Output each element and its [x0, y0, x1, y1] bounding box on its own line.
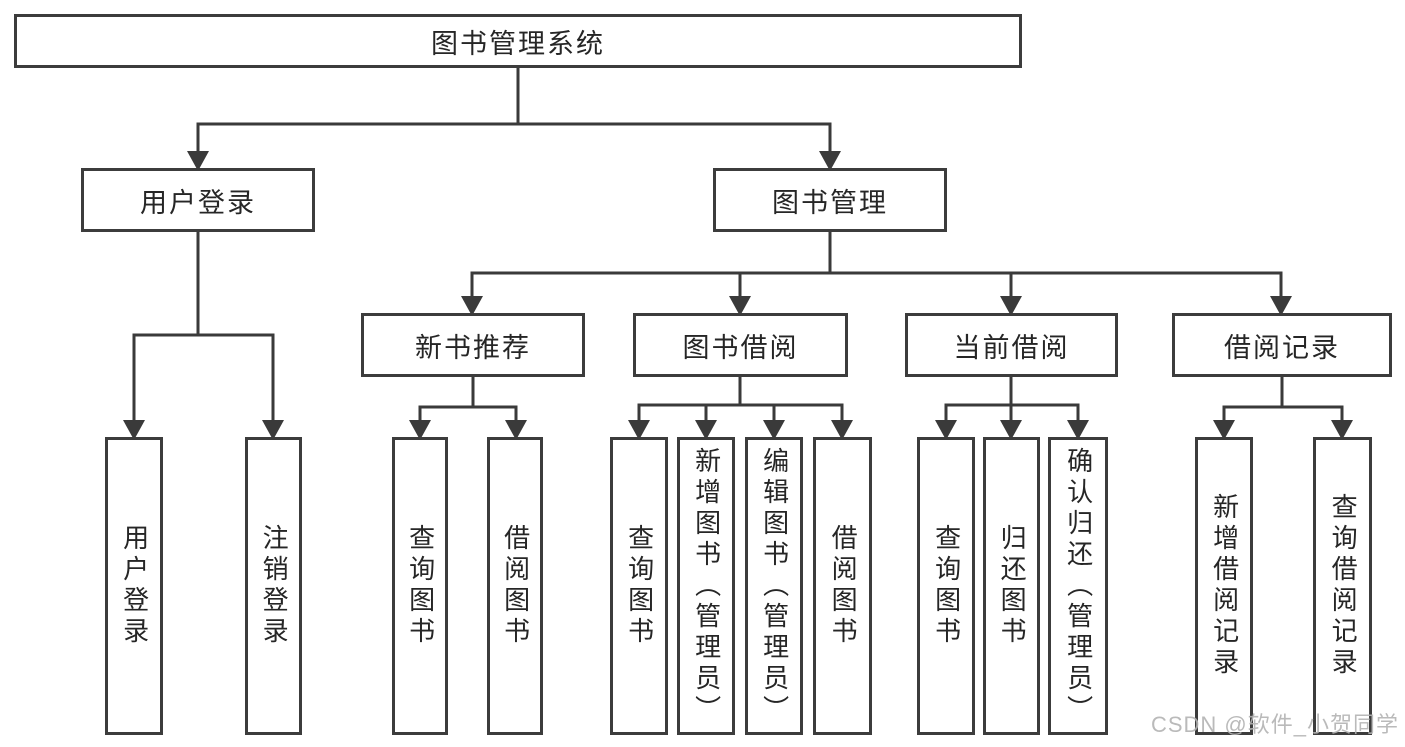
- leaf-query-books-recommend: 查询图书: [392, 437, 448, 735]
- leaf-add-borrow-record: 新增借阅记录: [1195, 437, 1253, 735]
- arrowhead: [262, 420, 284, 440]
- arrowhead: [123, 420, 145, 440]
- arrowhead: [695, 420, 717, 440]
- connector-user-login-children: [132, 232, 275, 422]
- node-borrow-record: 借阅记录: [1172, 313, 1392, 377]
- node-new-book-recommend: 新书推荐: [361, 313, 585, 377]
- leaf-add-books-admin: 新增图书（管理员）: [677, 437, 735, 735]
- leaf-query-books-borrow: 查询图书: [610, 437, 668, 735]
- connector-book-management-children: [470, 232, 1283, 298]
- node-root-system: 图书管理系统: [14, 14, 1022, 68]
- arrowhead: [1000, 296, 1022, 316]
- leaf-label: 归还图书: [997, 524, 1028, 648]
- leaf-label: 注销登录: [259, 524, 290, 648]
- arrowhead: [1213, 420, 1235, 440]
- watermark: CSDN @软件_小贺同学: [1150, 712, 1399, 737]
- leaf-label: 确认归还（管理员）: [1063, 446, 1094, 726]
- arrowhead: [1067, 420, 1089, 440]
- leaf-label: 借阅图书: [828, 524, 859, 648]
- arrowheads: [123, 151, 1353, 440]
- arrowhead: [935, 420, 957, 440]
- arrowhead: [819, 151, 841, 171]
- leaf-label: 新增图书（管理员）: [691, 446, 722, 726]
- arrowhead: [763, 420, 785, 440]
- arrowhead: [1331, 420, 1353, 440]
- leaf-confirm-return-admin: 确认归还（管理员）: [1048, 437, 1108, 735]
- connector-book-borrow-children: [637, 377, 844, 422]
- leaf-label: 编辑图书（管理员）: [759, 446, 790, 726]
- arrowhead: [729, 296, 751, 316]
- connector-root-to-level1: [196, 68, 832, 153]
- leaf-user-login: 用户登录: [105, 437, 163, 735]
- leaf-borrow-books: 借阅图书: [813, 437, 872, 735]
- arrowhead: [1270, 296, 1292, 316]
- leaf-label: 新增借阅记录: [1209, 493, 1240, 679]
- arrowhead: [187, 151, 209, 171]
- connector-borrow-record-children: [1222, 377, 1344, 422]
- leaf-label: 查询借阅记录: [1328, 493, 1359, 679]
- leaf-borrow-books-recommend: 借阅图书: [487, 437, 543, 735]
- node-book-management: 图书管理: [713, 168, 947, 232]
- leaf-query-books-current: 查询图书: [917, 437, 975, 735]
- leaf-label: 查询图书: [624, 524, 655, 648]
- arrowhead: [461, 296, 483, 316]
- leaf-label: 查询图书: [931, 524, 962, 648]
- arrowhead: [628, 420, 650, 440]
- connector-new-book-children: [418, 377, 518, 422]
- arrowhead: [1000, 420, 1022, 440]
- arrowhead: [409, 420, 431, 440]
- leaf-label: 查询图书: [405, 524, 436, 648]
- leaf-query-borrow-record: 查询借阅记录: [1313, 437, 1372, 735]
- leaf-return-books: 归还图书: [983, 437, 1040, 735]
- connector-current-borrow-children: [944, 377, 1080, 422]
- leaf-label: 用户登录: [119, 524, 150, 648]
- leaf-edit-books-admin: 编辑图书（管理员）: [745, 437, 803, 735]
- leaf-logout-login: 注销登录: [245, 437, 302, 735]
- node-current-borrow: 当前借阅: [905, 313, 1118, 377]
- leaf-label: 借阅图书: [500, 524, 531, 648]
- node-user-login: 用户登录: [81, 168, 315, 232]
- node-book-borrow: 图书借阅: [633, 313, 848, 377]
- arrowhead: [505, 420, 527, 440]
- arrowhead: [831, 420, 853, 440]
